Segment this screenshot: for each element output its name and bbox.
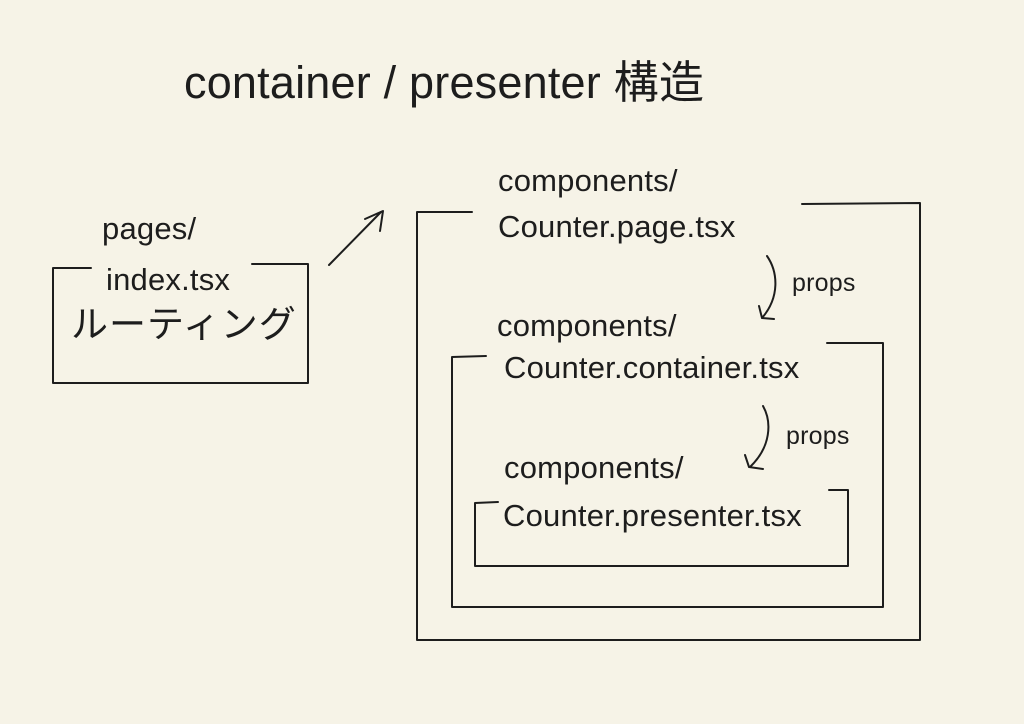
props-label-1: props [792, 269, 856, 297]
container-module-dir-label: components/ [497, 308, 677, 343]
page-module-file-label: Counter.page.tsx [498, 209, 736, 244]
pages-role-label: ルーティング [71, 304, 297, 345]
props-arrow-1-head-icon [758, 305, 775, 320]
page-module-box [416, 202, 921, 641]
props-arrow-2-shaft [749, 405, 770, 468]
presenter-module-box [474, 489, 849, 567]
pages-dir-label: pages/ [102, 211, 197, 246]
props-arrow-2-head-icon [744, 454, 764, 470]
props-label-2: props [786, 422, 850, 450]
flow-arrow-shaft [328, 211, 382, 266]
container-module-file-label: Counter.container.tsx [504, 350, 800, 385]
page-module-dir-label: components/ [498, 163, 678, 198]
presenter-module-dir-label: components/ [504, 450, 684, 485]
pages-file-label: index.tsx [106, 262, 231, 297]
container-module-box [451, 342, 884, 608]
flow-arrow-head-icon [364, 210, 384, 232]
presenter-module-file-label: Counter.presenter.tsx [503, 498, 802, 533]
diagram-title: container / presenter 構造 [184, 57, 705, 108]
props-arrow-1-shaft [761, 255, 777, 319]
pages-module-box [52, 263, 309, 384]
